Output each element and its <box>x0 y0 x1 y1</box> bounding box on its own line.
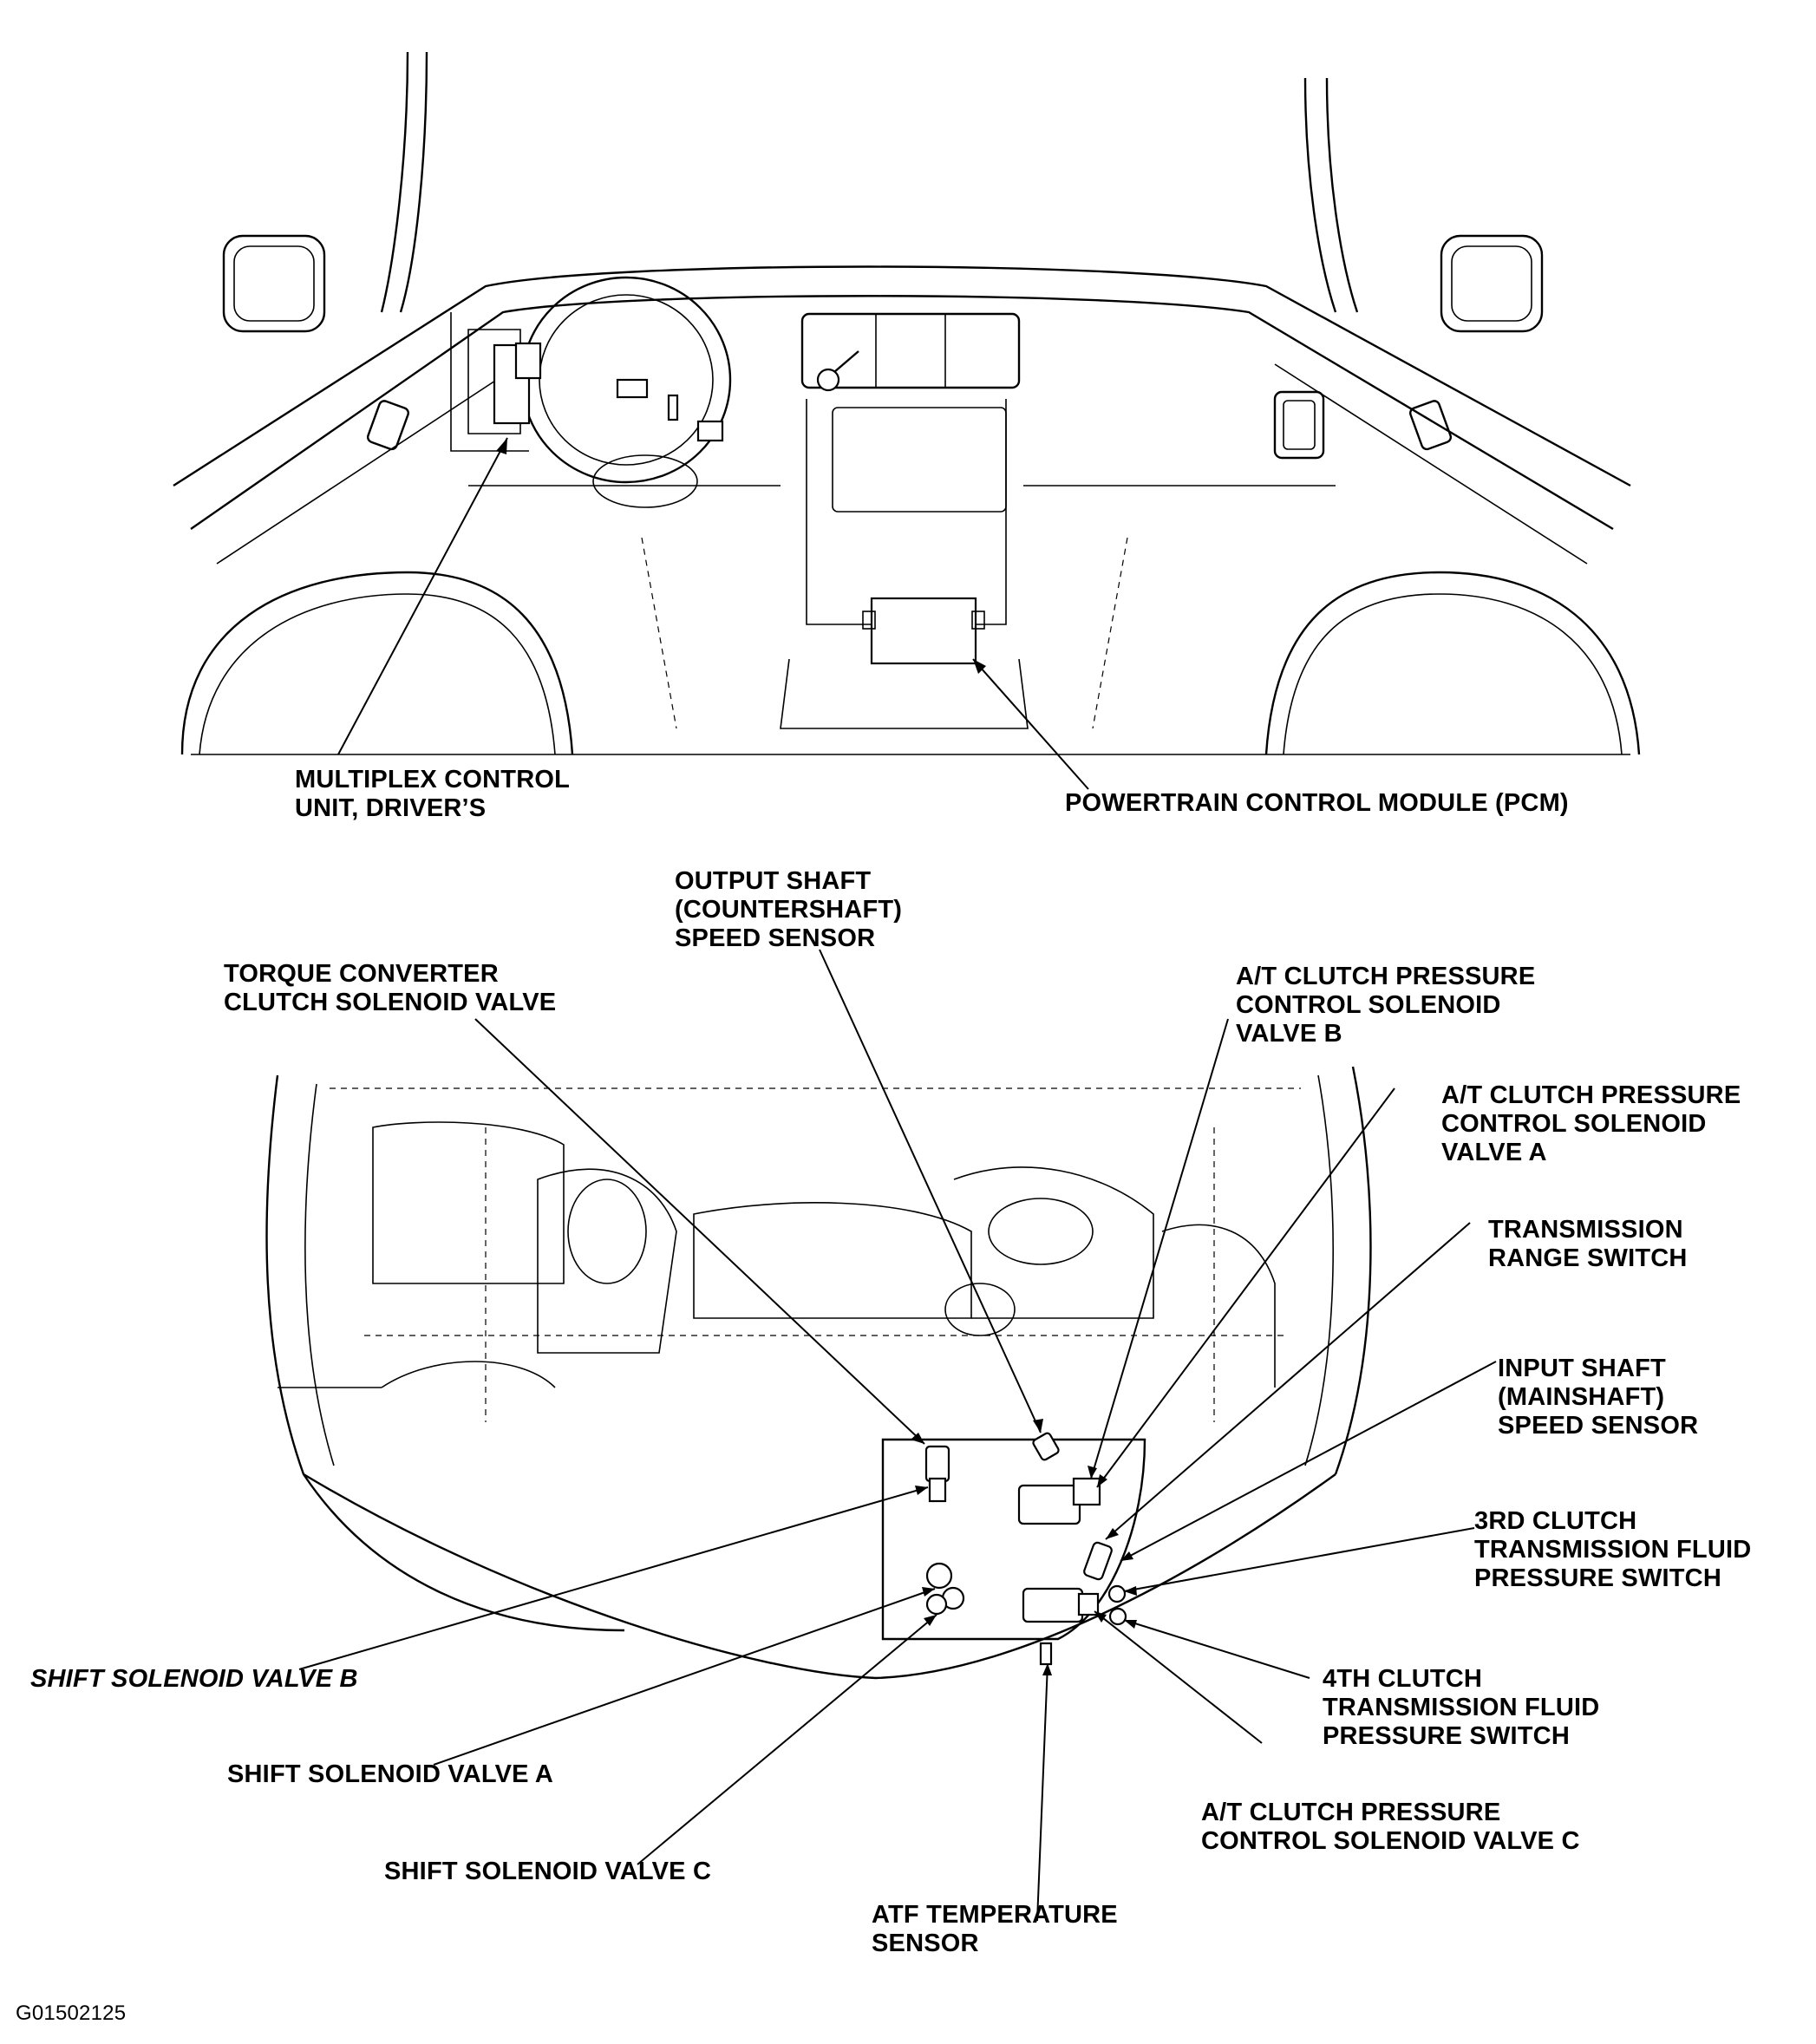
label-clutch-valve-a: A/T CLUTCH PRESSURE CONTROL SOLENOID VAL… <box>1441 1081 1741 1166</box>
left-seat <box>180 571 574 755</box>
label-transmission-range-switch: TRANSMISSION RANGE SWITCH <box>1488 1216 1688 1272</box>
leader-pcm <box>972 658 1089 790</box>
dash-part <box>616 378 649 399</box>
clutch-solenoid-b <box>1017 1477 1101 1525</box>
label-clutch-valve-c: A/T CLUTCH PRESSURE CONTROL SOLENOID VAL… <box>1201 1799 1580 1855</box>
transmission-range-switch <box>1083 1541 1113 1581</box>
label-clutch-valve-b: A/T CLUTCH PRESSURE CONTROL SOLENOID VAL… <box>1236 963 1536 1048</box>
radio <box>800 312 1021 389</box>
output-shaft-speed-sensor <box>1032 1432 1060 1461</box>
label-pcm: POWERTRAIN CONTROL MODULE (PCM) <box>1065 789 1569 817</box>
label-input-shaft-speed-sensor: INPUT SHAFT (MAINSHAFT) SPEED SENSOR <box>1498 1355 1699 1440</box>
label-third-clutch-switch: 3RD CLUTCH TRANSMISSION FLUID PRESSURE S… <box>1474 1507 1752 1592</box>
pcm-module <box>870 597 977 665</box>
figure-id: G01502125 <box>16 2002 127 2025</box>
shift-solenoids <box>925 1562 965 1616</box>
label-multiplex-control-unit: MULTIPLEX CONTROL UNIT, DRIVER’S <box>295 766 571 822</box>
label-shift-solenoid-c: SHIFT SOLENOID VALVE C <box>384 1858 712 1885</box>
left-mirror <box>222 234 326 333</box>
pressure-switches <box>1107 1584 1127 1626</box>
label-atf-temperature-sensor: ATF TEMPERATURE SENSOR <box>872 1901 1118 1957</box>
clutch-solenoid-c <box>1022 1587 1100 1623</box>
engine-bay-view <box>265 1066 1372 1680</box>
label-output-shaft-speed-sensor: OUTPUT SHAFT (COUNTERSHAFT) SPEED SENSOR <box>675 867 903 952</box>
label-shift-solenoid-a: SHIFT SOLENOID VALVE A <box>227 1760 554 1788</box>
transmission-housing <box>881 1438 1146 1641</box>
label-torque-converter-solenoid: TORQUE CONVERTER CLUTCH SOLENOID VALVE <box>224 960 557 1016</box>
torque-converter-clutch-solenoid <box>924 1445 950 1503</box>
right-seat <box>1264 571 1641 755</box>
leader-multiplex <box>337 437 508 755</box>
label-fourth-clutch-switch: 4TH CLUTCH TRANSMISSION FLUID PRESSURE S… <box>1323 1665 1600 1750</box>
label-shift-solenoid-b: SHIFT SOLENOID VALVE B <box>30 1665 358 1693</box>
right-mirror <box>1440 234 1544 333</box>
atf-temperature-sensor <box>1039 1642 1053 1666</box>
leaders-engine <box>298 949 1497 1922</box>
interior-view <box>173 51 1641 755</box>
